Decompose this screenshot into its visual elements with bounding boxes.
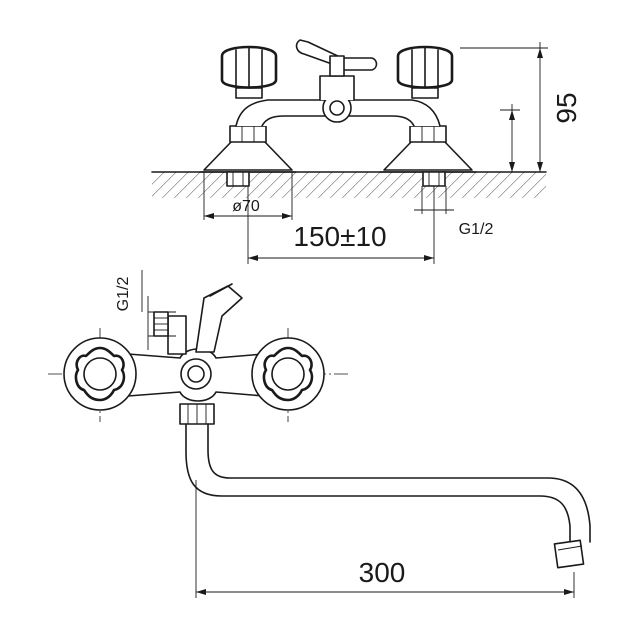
right-nut bbox=[409, 125, 447, 143]
mixer-body-front bbox=[127, 348, 265, 402]
diverter-lever bbox=[295, 39, 378, 77]
left-handle-side bbox=[220, 45, 278, 99]
base-diameter-dimension: ø70 bbox=[203, 172, 293, 220]
center-distance-dimension: 150±10 bbox=[247, 186, 435, 264]
top-elevation-view: 95 ø70 150±10 G1/2 bbox=[151, 39, 582, 264]
left-wall-flange bbox=[199, 140, 297, 187]
spout-length-label: 300 bbox=[359, 557, 406, 588]
wall-hatch bbox=[151, 171, 547, 198]
thread-label-side: G1/2 bbox=[115, 277, 132, 312]
left-nut bbox=[229, 125, 267, 143]
spout-tube bbox=[185, 423, 591, 569]
right-handle-side bbox=[396, 45, 454, 99]
right-handle-front bbox=[251, 337, 325, 411]
base-diameter-label: ø70 bbox=[232, 198, 260, 215]
thread-dimension-top: G1/2 bbox=[414, 186, 493, 238]
shower-outlet bbox=[153, 283, 243, 355]
spout-nut bbox=[179, 403, 215, 425]
thread-dimension-side: G1/2 bbox=[115, 270, 176, 350]
front-elevation-view: G1/2 bbox=[48, 270, 591, 598]
left-handle-front bbox=[63, 337, 137, 411]
center-distance-label: 150±10 bbox=[293, 221, 386, 252]
height-label: 95 bbox=[551, 92, 582, 123]
height-dimension: 95 bbox=[460, 42, 582, 172]
mixer-body-side bbox=[235, 75, 441, 127]
spout-length-dimension: 300 bbox=[195, 480, 575, 598]
right-wall-flange bbox=[379, 140, 477, 187]
thread-label-top: G1/2 bbox=[459, 221, 494, 238]
